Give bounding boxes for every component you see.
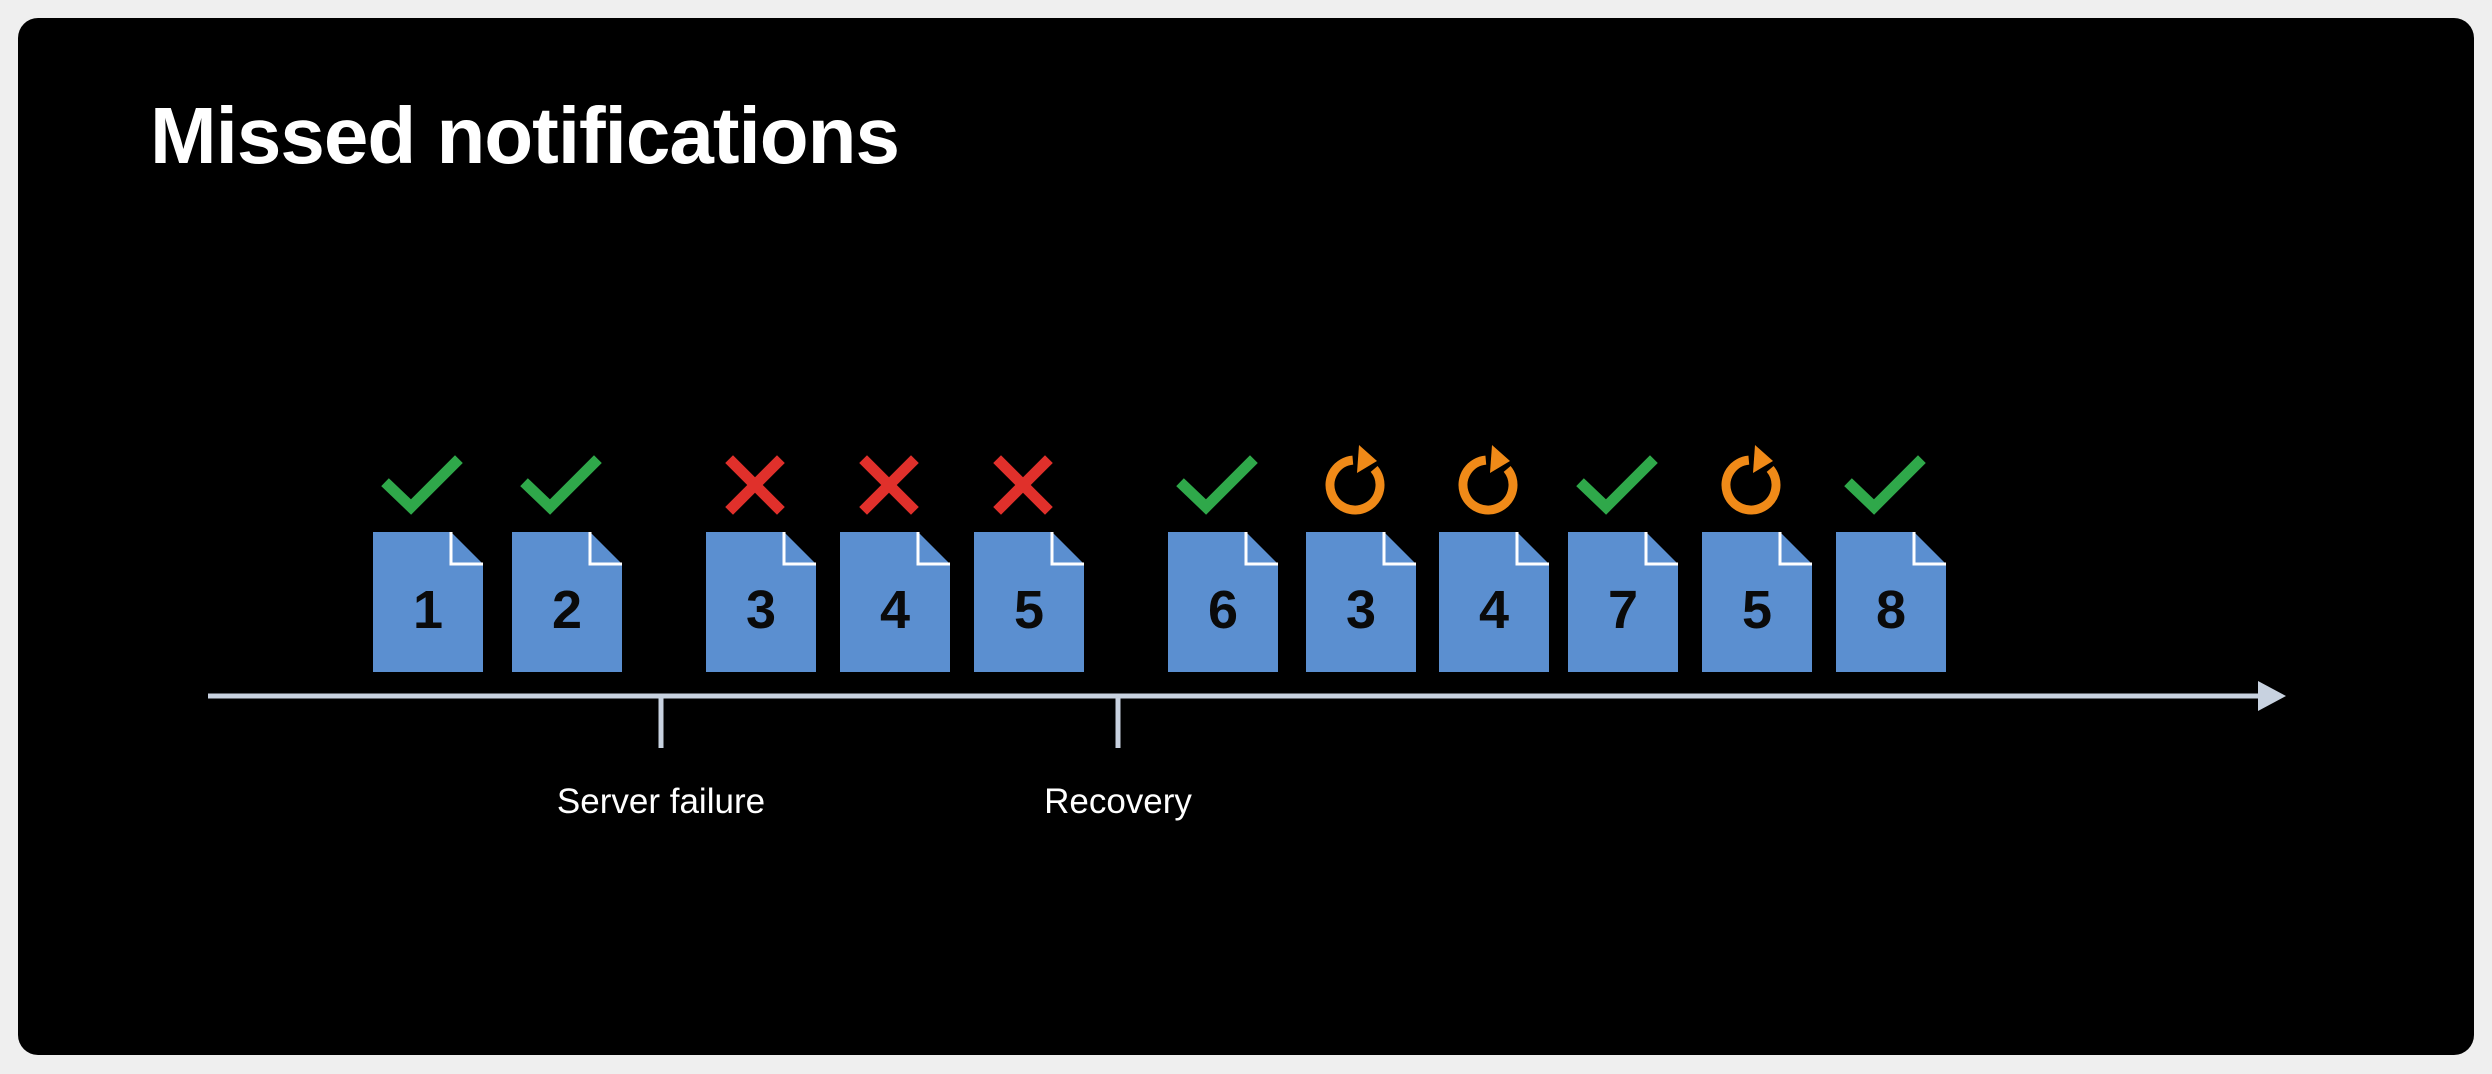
notification-item: 7 (1568, 455, 1678, 672)
cross-icon (725, 455, 785, 515)
checkmark-icon (1176, 455, 1258, 515)
notification-item: 1 (373, 455, 483, 672)
notification-item: 4 (1439, 445, 1549, 672)
notification-number: 5 (1742, 580, 1772, 640)
notification-item: 2 (512, 455, 622, 672)
document-icon (1168, 532, 1278, 672)
retry-icon (1325, 445, 1385, 515)
checkmark-icon (381, 455, 463, 515)
document-icon (1306, 532, 1416, 672)
document-icon (840, 532, 950, 672)
document-icon (706, 532, 816, 672)
notification-documents: 1 2 3 4 5 6 3 4 7 5 8 (373, 445, 1946, 672)
slide-title: Missed notifications (150, 91, 900, 180)
timeline (208, 681, 2286, 711)
slide-frame: Missed notifications Server failure Recov… (18, 18, 2474, 1055)
checkmark-icon (520, 455, 602, 515)
document-icon (1568, 532, 1678, 672)
notification-number: 1 (413, 580, 443, 640)
notification-number: 3 (746, 580, 776, 640)
document-icon (974, 532, 1084, 672)
timeline-marker: Server failure (557, 696, 765, 821)
cross-icon (859, 455, 919, 515)
notification-number: 2 (552, 580, 582, 640)
marker-label: Server failure (557, 782, 765, 821)
notification-item: 3 (1306, 445, 1416, 672)
notification-item: 5 (1702, 445, 1812, 672)
notification-number: 3 (1346, 580, 1376, 640)
document-icon (1702, 532, 1812, 672)
notification-number: 7 (1608, 580, 1638, 640)
notification-item: 4 (840, 455, 950, 672)
notification-item: 8 (1836, 455, 1946, 672)
notification-number: 5 (1014, 580, 1044, 640)
timeline-marker: Recovery (1044, 696, 1192, 821)
document-icon (512, 532, 622, 672)
notification-number: 4 (880, 580, 910, 640)
notification-item: 5 (974, 455, 1084, 672)
notification-number: 8 (1876, 580, 1906, 640)
document-icon (1439, 532, 1549, 672)
retry-icon (1458, 445, 1518, 515)
checkmark-icon (1576, 455, 1658, 515)
notification-timeline-diagram: Server failure Recovery 1 2 3 4 5 6 3 4 7 5 8 (208, 445, 2286, 821)
marker-label: Recovery (1044, 782, 1192, 821)
notification-number: 6 (1208, 580, 1238, 640)
notification-item: 6 (1168, 455, 1278, 672)
notification-item: 3 (706, 455, 816, 672)
document-icon (1836, 532, 1946, 672)
timeline-arrowhead (2258, 681, 2286, 711)
notification-number: 4 (1479, 580, 1509, 640)
checkmark-icon (1844, 455, 1926, 515)
retry-icon (1721, 445, 1781, 515)
document-icon (373, 532, 483, 672)
cross-icon (993, 455, 1053, 515)
timeline-markers: Server failure Recovery (557, 696, 1192, 821)
